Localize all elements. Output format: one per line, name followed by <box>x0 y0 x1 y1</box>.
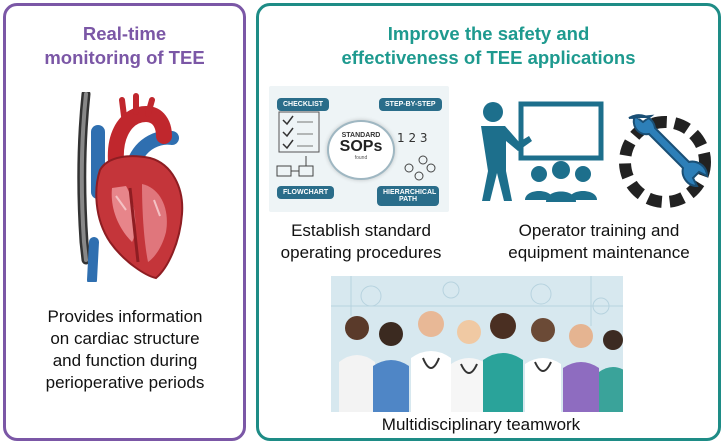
sop-illustration: 1 2 3 CHECKLIST STEP-BY-STEP FLOWCHART H… <box>269 86 449 212</box>
right-title-line2: effectiveness of TEE applications <box>341 47 636 68</box>
sop-tag-checklist: CHECKLIST <box>277 98 330 111</box>
heart-illustration <box>64 92 188 282</box>
caption-training: Operator training and equipment maintena… <box>481 220 717 264</box>
left-panel: Real-time monitoring of TEE Provides inf… <box>3 3 246 441</box>
caption-sop: Establish standard operating procedures <box>263 220 459 264</box>
caption-line: operating procedures <box>280 243 442 262</box>
description-line: Provides information <box>47 307 203 326</box>
sop-tag-step-by-step: STEP-BY-STEP <box>379 98 442 111</box>
sop-center-small: STANDARD <box>341 132 381 139</box>
left-panel-title: Real-time monitoring of TEE <box>6 22 243 70</box>
teacher-presentation-icon <box>481 101 604 202</box>
training-maintenance-illustration <box>469 98 717 216</box>
caption-team: Multidisciplinary teamwork <box>381 415 581 434</box>
left-title-line2: monitoring of TEE <box>44 47 205 68</box>
wrench-gear-icon <box>619 114 711 208</box>
sop-tag-hierarchical-path: HIERARCHICAL PATH <box>377 186 439 206</box>
caption-line: Operator training and <box>518 221 680 240</box>
caption-line: equipment maintenance <box>508 243 690 262</box>
description-line: and function during <box>52 351 198 370</box>
description-line: on cardiac structure <box>50 329 200 348</box>
sop-tag-flowchart: FLOWCHART <box>277 186 335 199</box>
sop-center-badge: STANDARD SOPs found <box>327 120 395 180</box>
sop-center-brand: found <box>354 155 368 161</box>
svg-text:1 2 3: 1 2 3 <box>397 131 428 145</box>
left-title-line1: Real-time <box>82 23 167 44</box>
description-line: perioperative periods <box>45 373 205 392</box>
right-panel: Improve the safety and effectiveness of … <box>256 3 721 441</box>
caption-line: Establish standard <box>291 221 431 240</box>
right-title-line1: Improve the safety and <box>387 23 590 44</box>
medical-team-illustration <box>331 276 623 412</box>
left-panel-description: Provides information on cardiac structur… <box>10 306 240 394</box>
right-panel-title: Improve the safety and effectiveness of … <box>259 22 718 70</box>
sop-center-big: SOPs <box>339 138 383 155</box>
